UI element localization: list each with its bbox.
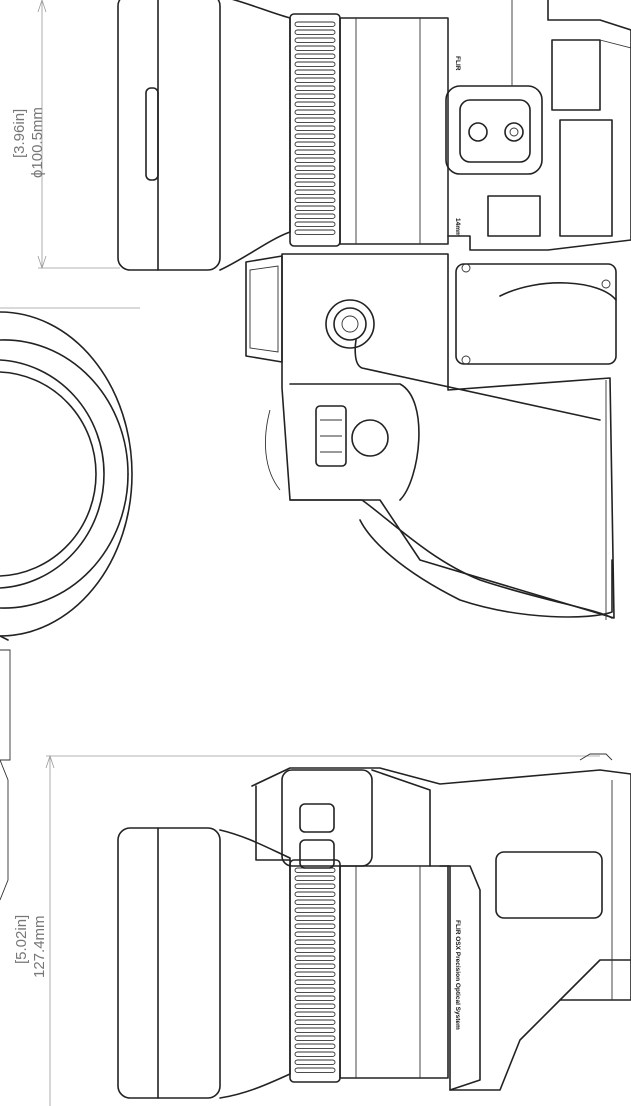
focus-ring-ridge (294, 987, 336, 993)
focus-ring-ridge (294, 899, 336, 905)
length-mm-label: 127.4mm (31, 915, 48, 978)
camera-top-body (445, 0, 631, 251)
focus-ring-ridge (294, 189, 336, 195)
focus-ring-ridge (294, 923, 336, 929)
lens-barrel: FLIR 14mm (339, 17, 461, 245)
focus-ring-ridge (294, 1011, 336, 1017)
focus-ring-ridge (294, 125, 336, 131)
focus-ring-ridge (294, 229, 336, 235)
focus-ring-ridge (294, 149, 336, 155)
focus-ring-ridge (294, 1067, 336, 1073)
focus-ring-ridge (294, 1003, 336, 1009)
length-inch-label: [5.02in] (13, 915, 30, 964)
focus-ring-ridge (294, 101, 336, 107)
focus-ring-ridge (294, 21, 336, 27)
side-lens-hood (117, 827, 291, 1099)
focus-ring-ridge (294, 37, 336, 43)
focus-ring-ridge (294, 1019, 336, 1025)
focus-ring-ridge (294, 947, 336, 953)
side-focus-ring (289, 859, 341, 1083)
length-dimension: [5.02in] 127.4mm (13, 754, 600, 1106)
focus-ring-ridge (294, 205, 336, 211)
focus-ring-ridge (294, 141, 336, 147)
focus-ring-ridge (294, 1035, 336, 1041)
focus-ring-ridge (294, 173, 336, 179)
focus-ring-ridge (294, 875, 336, 881)
focus-ring-ridge (294, 133, 336, 139)
focus-ring-ridge (294, 109, 336, 115)
back-view (245, 253, 617, 620)
focus-ring-ridge (294, 157, 336, 163)
side-brand-text: FLIR OSX Precision Optical System (454, 920, 461, 1030)
diameter-inch-label: [3.96in] (11, 109, 28, 158)
focus-ring-ridge (294, 963, 336, 969)
side-camera-body: FLIR OSX Precision Optical System (251, 753, 631, 1091)
focus-ring-ridge (294, 221, 336, 227)
focus-ring-ridge (294, 1051, 336, 1057)
focus-ring-ridge (294, 979, 336, 985)
focus-ring-ridge (294, 213, 336, 219)
focus-ring-ridge (294, 995, 336, 1001)
focus-ring-ridge (294, 939, 336, 945)
focus-ring-ridge (294, 181, 336, 187)
focus-ring-ridge (294, 891, 336, 897)
focus-ring-ridge (294, 1043, 336, 1049)
focus-ring-ridge (294, 165, 336, 171)
focus-ring-ridge (294, 883, 336, 889)
side-view: [5.02in] 127.4mm FLIR OSX Precision Opti… (13, 753, 631, 1106)
lens-hood (117, 0, 291, 271)
focus-ring-ridge (294, 93, 336, 99)
focus-ring-ridge (294, 915, 336, 921)
focus-ring-ridge (294, 45, 336, 51)
focus-ring-ridge (294, 971, 336, 977)
lens-mark-top: FLIR (454, 56, 461, 71)
diameter-mm-label: ϕ100.5mm (29, 107, 46, 178)
top-view: [3.96in] ϕ100.5mm FLIR 14mm (11, 0, 631, 271)
focus-ring-ridge (294, 1059, 336, 1065)
focus-ring-ridge (294, 197, 336, 203)
focus-ring-ridge (294, 85, 336, 91)
focus-ring-ridge (294, 955, 336, 961)
focus-ring-ridge (294, 931, 336, 937)
focus-ring-ridge (294, 1027, 336, 1033)
focus-ring-ridge (294, 117, 336, 123)
focus-ring-ridge (294, 69, 336, 75)
front-view (0, 307, 140, 901)
focus-ring-ridge (294, 77, 336, 83)
lens-mark-bottom: 14mm (454, 218, 461, 237)
diameter-dimension: [3.96in] ϕ100.5mm (11, 0, 120, 270)
focus-ring-ridge (294, 53, 336, 59)
focus-ring (289, 13, 341, 247)
focus-ring-ridge (294, 907, 336, 913)
focus-ring-ridge (294, 29, 336, 35)
focus-ring-ridge (294, 61, 336, 67)
